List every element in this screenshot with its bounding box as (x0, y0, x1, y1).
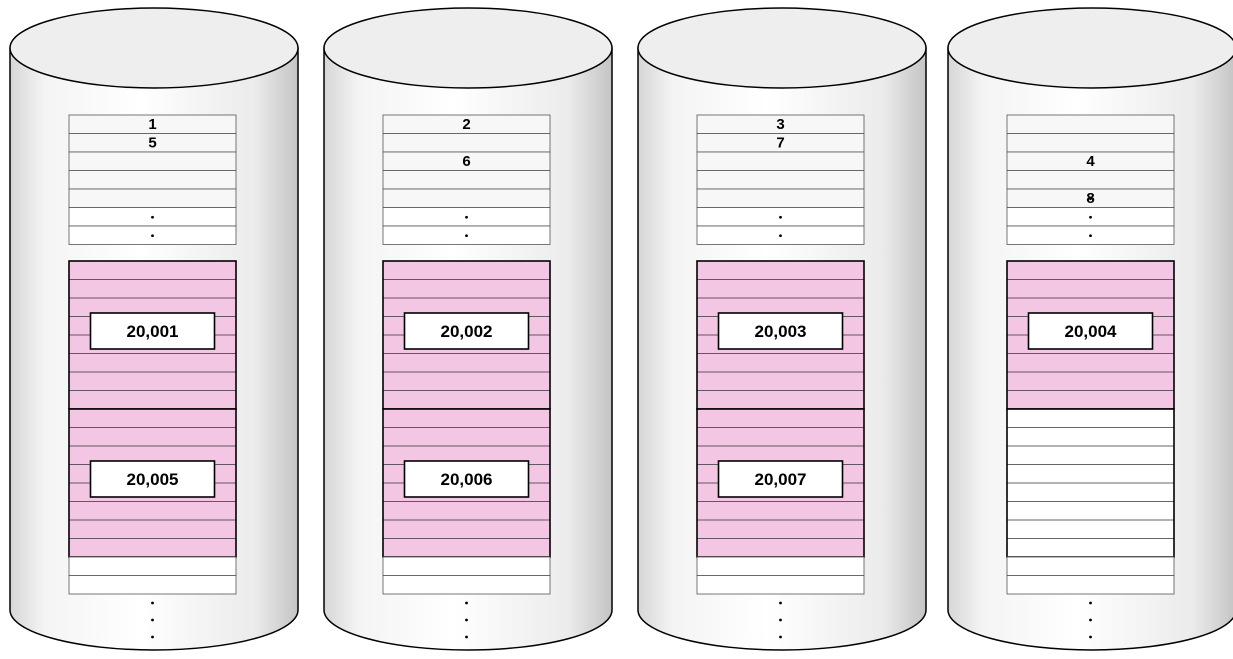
dot (779, 215, 782, 219)
block-label: 20,004 (1065, 322, 1118, 341)
dot (1089, 197, 1092, 201)
top-row-table: 37 (696, 114, 865, 245)
block-label: 20,001 (127, 322, 179, 341)
empty-block (1006, 408, 1175, 558)
block-number: 2 (462, 116, 470, 133)
block-label-box (403, 312, 530, 350)
table-row (68, 188, 237, 208)
cylinder-top (323, 7, 613, 89)
block-label: 20,005 (127, 470, 179, 489)
dot (151, 234, 154, 238)
block-label-box (717, 312, 844, 350)
block-label: 20,003 (755, 322, 807, 341)
dot (779, 635, 782, 639)
allocated-block: 20,007 (696, 408, 865, 558)
table-row (382, 133, 551, 153)
block-number: 5 (148, 135, 156, 152)
table-row (382, 575, 551, 595)
top-row-table: 48 (1006, 114, 1175, 245)
block-label: 20,007 (755, 470, 807, 489)
table-row (696, 170, 865, 190)
dot (151, 635, 154, 639)
dot (1089, 618, 1092, 622)
cylinder-top (947, 7, 1233, 89)
dot (151, 215, 154, 219)
dot (779, 234, 782, 238)
dot (465, 618, 468, 622)
dot (465, 635, 468, 639)
block-number: 6 (462, 153, 470, 170)
continuation-dots-bottom (465, 601, 468, 639)
table-row (1006, 170, 1175, 190)
bottom-row-table (382, 556, 551, 595)
continuation-dots-top (465, 215, 468, 238)
table-row (696, 188, 865, 208)
table-row (1006, 133, 1175, 153)
block-label-box (89, 312, 216, 350)
block-label-box (403, 460, 530, 498)
continuation-dots-bottom (779, 601, 782, 639)
block-label: 20,002 (441, 322, 493, 341)
table-row (1006, 575, 1175, 595)
block-label-box (1027, 312, 1154, 350)
cylinder-top (637, 7, 927, 89)
dot (465, 234, 468, 238)
table-row (382, 556, 551, 576)
table-row (382, 170, 551, 190)
allocated-block: 20,003 (696, 260, 865, 410)
allocated-block: 20,002 (382, 260, 551, 410)
block-number: 3 (776, 116, 784, 133)
dot (779, 601, 782, 605)
dot (1089, 635, 1092, 639)
dot (465, 601, 468, 605)
table-row (68, 556, 237, 576)
table-row (68, 170, 237, 190)
continuation-dots-top (1089, 197, 1092, 238)
top-row-table: 26 (382, 114, 551, 245)
allocated-block: 20,001 (68, 260, 237, 410)
table-row (382, 188, 551, 208)
table-row (1006, 114, 1175, 134)
block-label-box (717, 460, 844, 498)
block-label: 20,006 (441, 470, 493, 489)
top-row-table: 15 (68, 114, 237, 245)
continuation-dots-top (151, 215, 154, 238)
dot (151, 618, 154, 622)
dot (1089, 215, 1092, 219)
dot (1089, 601, 1092, 605)
dot (151, 601, 154, 605)
cylinder-top (9, 7, 299, 89)
continuation-dots-top (779, 215, 782, 238)
block-number: 1 (148, 116, 156, 133)
block-number: 7 (776, 135, 784, 152)
table-row (696, 575, 865, 595)
bottom-row-table (68, 556, 237, 595)
table-row (68, 575, 237, 595)
allocated-block: 20,005 (68, 408, 237, 558)
dot (779, 618, 782, 622)
table-row (696, 556, 865, 576)
dot (465, 215, 468, 219)
block-number: 4 (1086, 153, 1095, 170)
table-row (68, 151, 237, 171)
bottom-row-table (696, 556, 865, 595)
allocated-block: 20,004 (1006, 260, 1175, 410)
table-row (696, 151, 865, 171)
continuation-dots-bottom (151, 601, 154, 639)
allocated-block: 20,006 (382, 408, 551, 558)
table-row (1006, 556, 1175, 576)
continuation-dots-bottom (1089, 601, 1092, 639)
block-label-box (89, 460, 216, 498)
dot (1089, 234, 1092, 238)
disk-4: 48 20,004 (947, 7, 1233, 651)
bottom-row-table (1006, 556, 1175, 595)
